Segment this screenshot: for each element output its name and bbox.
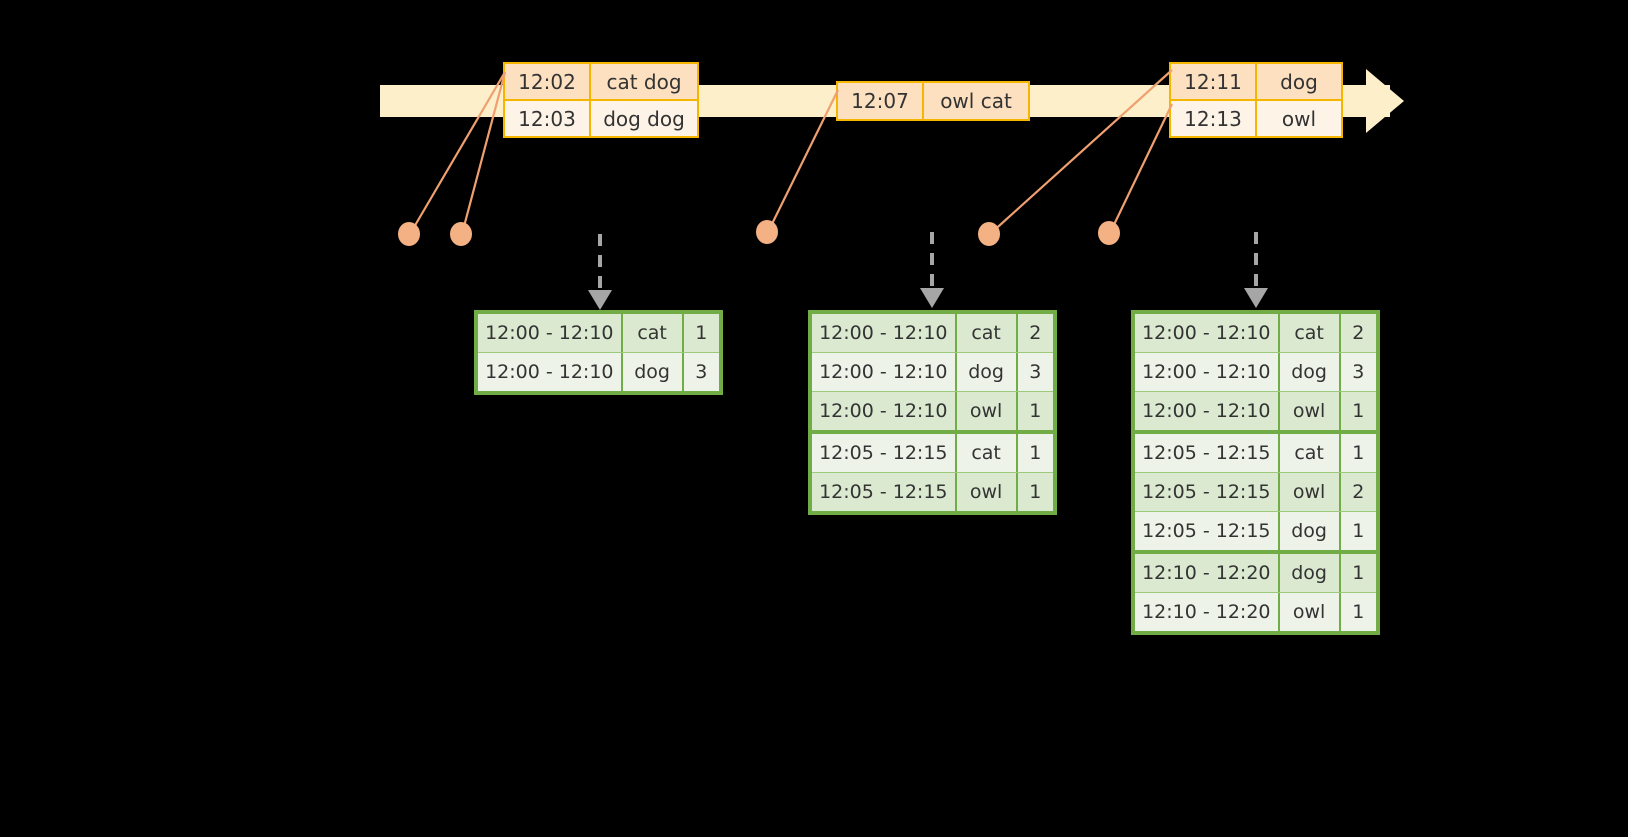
cell-key: cat [1279,434,1341,472]
cell-key: cat [622,314,684,352]
event-value: cat dog [591,64,697,99]
cell-key: dog [622,353,684,391]
cell-key: cat [1279,314,1341,352]
timeline-arrow-head [1366,69,1404,133]
cell-window: 12:05 - 12:15 [1135,512,1280,550]
cell-count: 1 [1017,392,1053,430]
event-dot[interactable] [450,222,472,246]
cell-window: 12:05 - 12:15 [812,473,957,511]
cell-key: dog [956,353,1018,391]
event-value: dog [1257,64,1341,99]
cell-key: dog [1279,554,1341,592]
cell-window: 12:00 - 12:10 [1135,314,1280,352]
flow-arrow-3 [1244,232,1268,308]
cell-count: 1 [1340,593,1376,631]
cell-count: 2 [1340,473,1376,511]
event-box-2[interactable]: 12:07 owl cat [836,81,1030,121]
cell-key: dog [1279,512,1341,550]
event-dot[interactable] [1098,221,1120,245]
cell-count: 3 [1340,353,1376,391]
leader-lines [409,69,1173,235]
cell-count: 1 [1340,554,1376,592]
event-time: 12:03 [505,101,591,136]
cell-key: owl [1279,593,1341,631]
cell-count: 1 [1017,473,1053,511]
event-row[interactable]: 12:13 owl [1171,99,1341,136]
cell-count: 1 [683,314,719,352]
cell-window: 12:00 - 12:10 [812,392,957,430]
event-time: 12:11 [1171,64,1257,99]
event-row[interactable]: 12:11 dog [1171,64,1341,99]
event-value: owl [1257,101,1341,136]
event-row[interactable]: 12:07 owl cat [838,83,1028,119]
cell-count: 1 [1340,392,1376,430]
event-dot[interactable] [756,220,778,244]
event-dot[interactable] [978,222,1000,246]
cell-window: 12:05 - 12:15 [812,434,957,472]
cell-count: 1 [1340,434,1376,472]
cell-count: 3 [1017,353,1053,391]
cell-count: 1 [1017,434,1053,472]
cell-key: cat [956,314,1018,352]
event-dot[interactable] [398,222,420,246]
cell-window: 12:05 - 12:15 [1135,473,1280,511]
cell-count: 1 [1340,512,1376,550]
event-value: dog dog [591,101,697,136]
flow-arrow-1 [588,234,612,310]
event-box-3[interactable]: 12:11 dog 12:13 owl [1169,62,1343,138]
cell-window: 12:05 - 12:15 [1135,434,1280,472]
cell-key: owl [1279,392,1341,430]
flow-arrow-2 [920,232,944,308]
cell-window: 12:00 - 12:10 [478,314,623,352]
cell-window: 12:00 - 12:10 [1135,353,1280,391]
event-time: 12:02 [505,64,591,99]
cell-window: 12:10 - 12:20 [1135,593,1280,631]
cell-window: 12:00 - 12:10 [478,353,623,391]
cell-window: 12:00 - 12:10 [1135,392,1280,430]
event-row[interactable]: 12:03 dog dog [505,99,697,136]
cell-window: 12:10 - 12:20 [1135,554,1280,592]
event-box-1[interactable]: 12:02 cat dog 12:03 dog dog [503,62,699,138]
cell-key: dog [1279,353,1341,391]
cell-count: 2 [1017,314,1053,352]
cell-key: owl [956,392,1018,430]
event-time: 12:07 [838,83,924,119]
cell-key: owl [1279,473,1341,511]
event-value: owl cat [924,83,1028,119]
cell-window: 12:00 - 12:10 [812,314,957,352]
cell-count: 3 [683,353,719,391]
cell-window: 12:00 - 12:10 [812,353,957,391]
cell-count: 2 [1340,314,1376,352]
event-row[interactable]: 12:02 cat dog [505,64,697,99]
cell-key: owl [956,473,1018,511]
cell-key: cat [956,434,1018,472]
event-time: 12:13 [1171,101,1257,136]
